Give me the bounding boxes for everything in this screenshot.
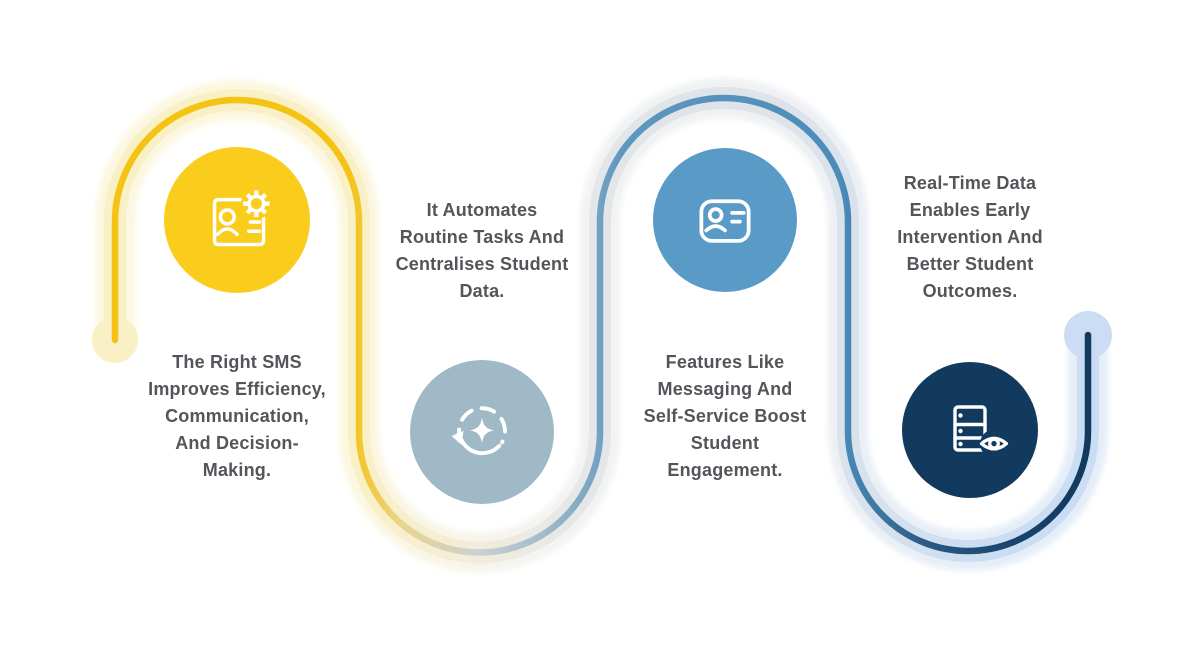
caption-line: Self-Service Boost: [643, 406, 807, 426]
caption-line: Data.: [459, 281, 505, 301]
caption-line: Centralises Student: [395, 254, 569, 274]
step-circle-1: [164, 147, 310, 293]
id-badge-icon: [699, 199, 751, 243]
caption-line: Routine Tasks And: [399, 227, 565, 247]
caption-line: Engagement.: [667, 460, 783, 480]
caption-line: Intervention And: [897, 227, 1043, 247]
caption-line: Messaging And: [657, 379, 793, 399]
step-caption-2: It Automates Routine Tasks And Centralis…: [357, 197, 607, 305]
caption-line: The Right SMS: [172, 352, 302, 372]
caption-line: Outcomes.: [922, 281, 1018, 301]
caption-line: Communication,: [165, 406, 309, 426]
step-caption-4: Real-Time Data Enables Early Interventio…: [845, 170, 1095, 305]
step-caption-1: The Right SMS Improves Efficiency, Commu…: [112, 349, 362, 484]
sync-sparkle-icon: [451, 406, 507, 456]
caption-line: It Automates: [426, 200, 538, 220]
caption-line: Student: [690, 433, 760, 453]
server-eye-icon: [953, 405, 1009, 458]
caption-line: Features Like: [665, 352, 785, 372]
caption-line: Improves Efficiency,: [148, 379, 326, 399]
step-caption-3: Features Like Messaging And Self-Service…: [600, 349, 850, 484]
caption-line: Enables Early: [909, 200, 1031, 220]
step-circle-3: [653, 148, 797, 292]
caption-line: Real-Time Data: [903, 173, 1037, 193]
id-card-gear-icon: [212, 188, 272, 247]
step-circle-4: [902, 362, 1038, 498]
caption-line: Better Student: [906, 254, 1034, 274]
caption-line: Making.: [202, 460, 272, 480]
caption-line: And Decision-: [175, 433, 299, 453]
